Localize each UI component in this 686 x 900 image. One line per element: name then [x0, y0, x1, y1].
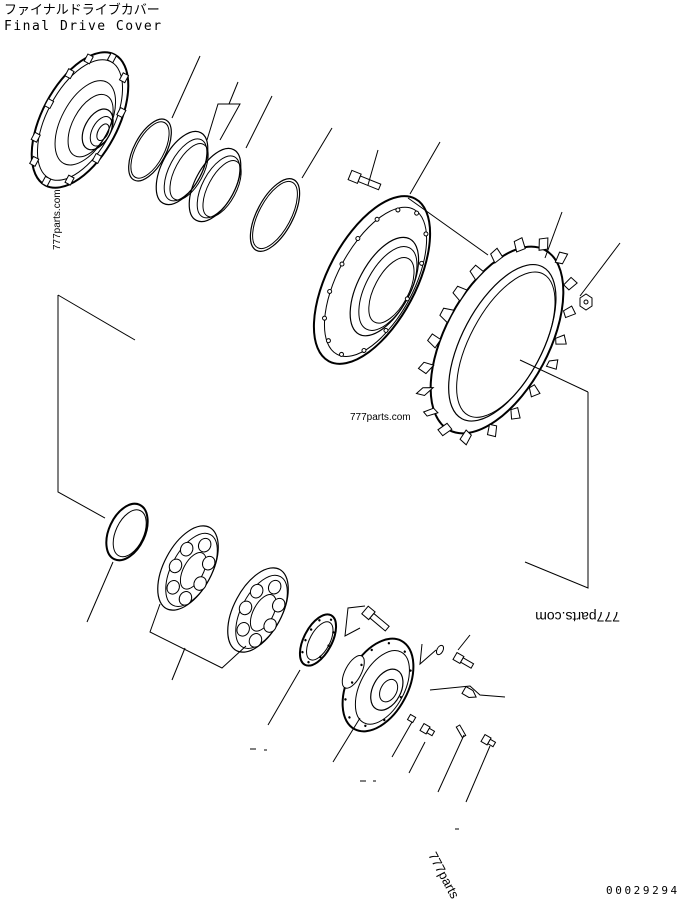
hub-flange	[312, 195, 432, 365]
title-english: Final Drive Cover	[4, 19, 163, 34]
watermark-upside-down: 777parts.com	[535, 609, 620, 625]
lock-plate-holes	[301, 618, 335, 664]
hub-bolt	[347, 169, 382, 191]
hub-bolt-holes	[322, 207, 429, 357]
o-ring-large	[249, 178, 301, 252]
bolt-small-1	[452, 651, 475, 669]
lock-plate	[298, 613, 338, 667]
figure-code: 00029294	[606, 884, 680, 897]
sprocket-nut	[579, 293, 593, 311]
bearing-rear	[227, 567, 289, 653]
watermark-vertical: 777parts.com	[52, 189, 63, 250]
floating-seal-rear	[188, 147, 242, 223]
o-ring-small	[128, 118, 172, 182]
bearing-front-rollers	[166, 537, 216, 606]
retainer-bolt	[361, 605, 390, 632]
sprocket-teeth	[415, 237, 578, 446]
retainer-holes	[344, 642, 412, 728]
bearing-front	[157, 525, 219, 611]
grease-plug	[461, 685, 477, 698]
bolt-small-2	[419, 722, 436, 737]
bearing-rear-rollers	[236, 579, 286, 648]
pin	[455, 724, 467, 739]
ring-nut	[105, 502, 149, 562]
bolt-small-3	[480, 733, 497, 748]
retainer	[341, 637, 415, 733]
floating-seal-front	[155, 130, 209, 206]
plug-1	[406, 713, 417, 724]
cover-bolt-lugs	[29, 52, 130, 187]
watermark-bottom: 777parts	[425, 849, 462, 900]
sprocket	[415, 237, 578, 446]
title-japanese: ファイナルドライブカバー	[4, 2, 160, 18]
washer	[435, 644, 445, 656]
watermark-center: 777parts.com	[350, 412, 411, 423]
final-drive-cover	[29, 51, 130, 189]
leader-lines	[57, 55, 621, 830]
